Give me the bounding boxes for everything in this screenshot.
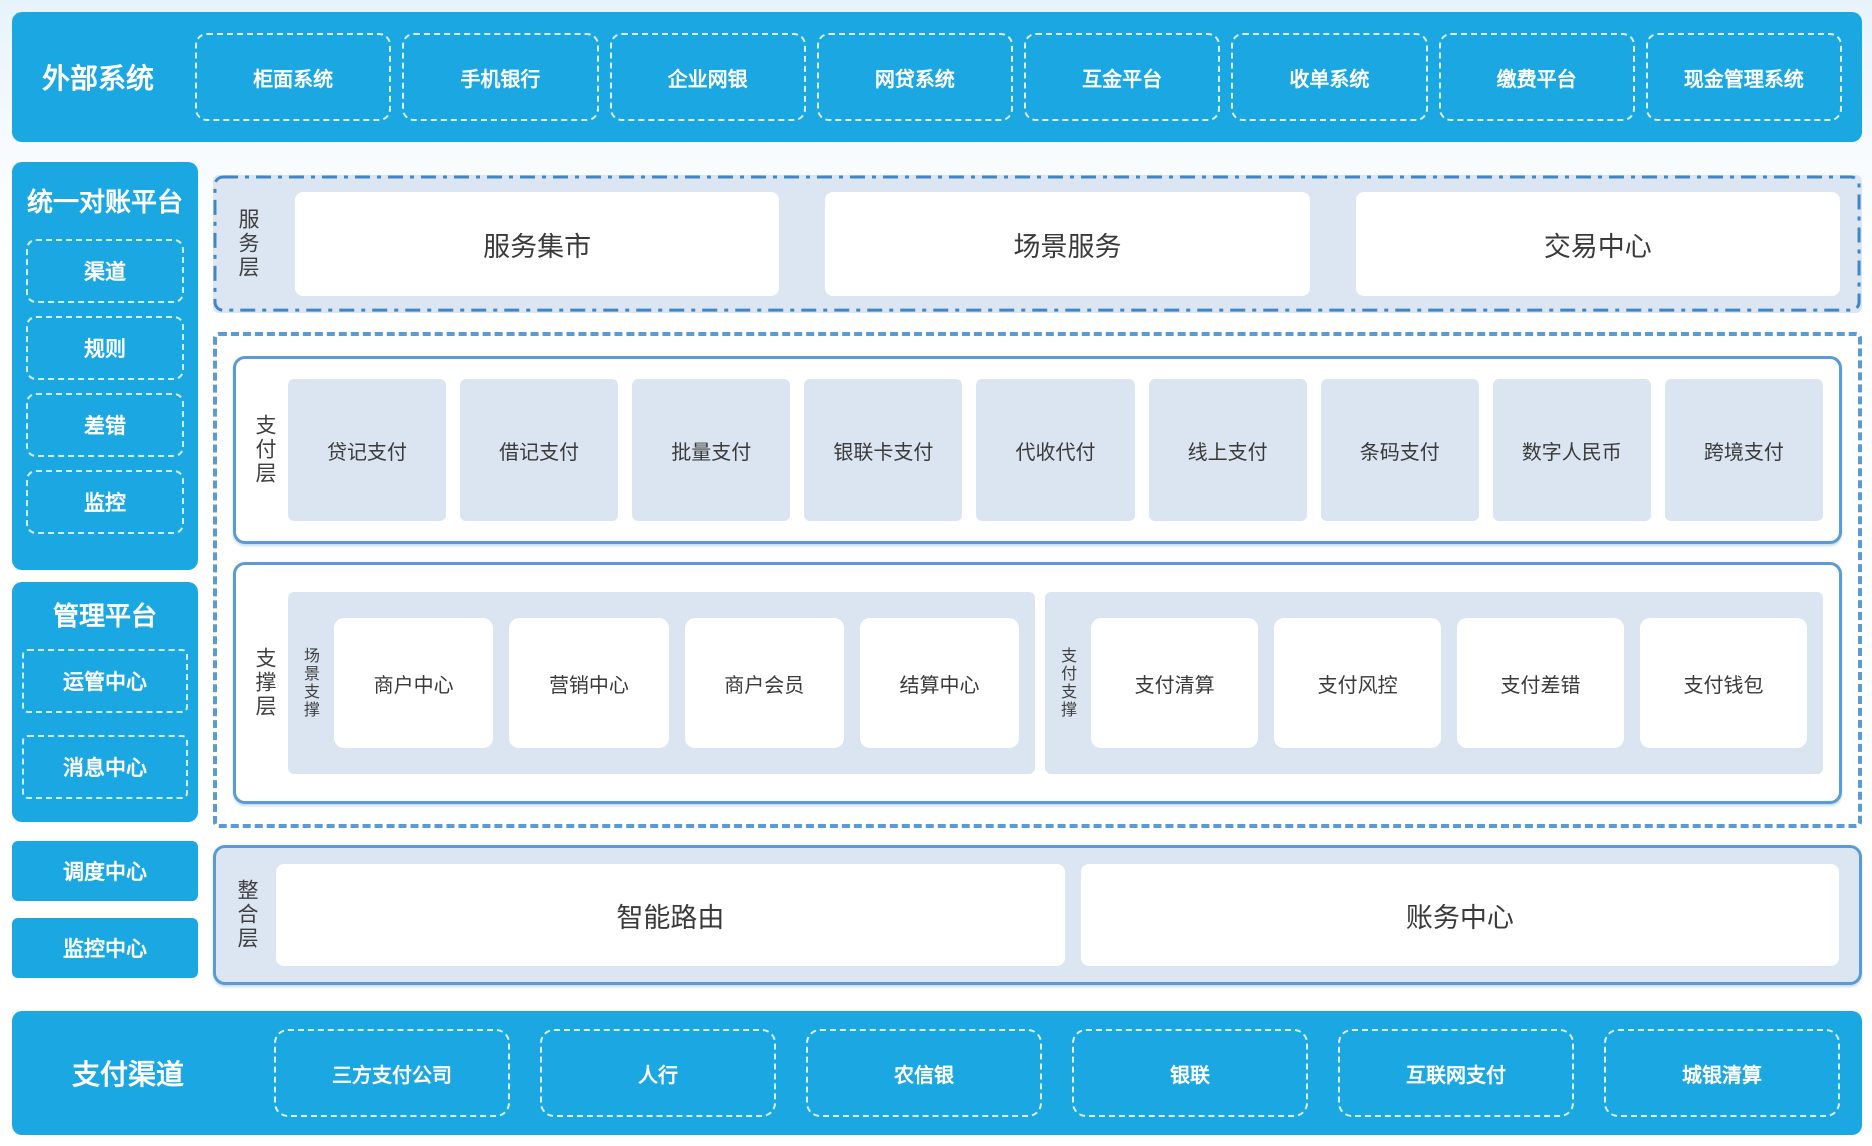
payment-channel-box: 人行 xyxy=(540,1029,776,1117)
external-system-box: 收单系统 xyxy=(1231,33,1428,121)
external-systems-bar: 外部系统 柜面系统 手机银行 企业网银 网贷系统 互金平台 收单系统 缴费平台 … xyxy=(12,12,1862,142)
external-systems-title: 外部系统 xyxy=(42,63,155,94)
external-system-box: 互金平台 xyxy=(1024,33,1221,121)
payment-layer-label: 支付层 xyxy=(253,414,276,486)
scene-support-label: 场景支撑 xyxy=(301,647,318,719)
architecture-content: 服务层 服务集市 场景服务 交易中心 支付层 贷记支付 xyxy=(213,162,1862,985)
payment-support-item-box: 支付清算 xyxy=(1091,618,1259,748)
core-layers-panel: 支付层 贷记支付 借记支付 批量支付 银联卡支付 代收代付 线上支付 xyxy=(213,332,1862,828)
scene-support-group: 场景支撑 商户中心 营销中心 商户会员 结算中心 xyxy=(288,592,1036,774)
payment-channel-box: 三方支付公司 xyxy=(274,1029,510,1117)
reconciliation-item-box: 监控 xyxy=(26,469,184,534)
middle-region: 统一对账平台 渠道 规则 差错 监控 管理平台 运管中心 消息中 xyxy=(12,162,1862,985)
service-box: 场景服务 xyxy=(825,192,1310,296)
payment-channel-box: 互联网支付 xyxy=(1338,1029,1574,1117)
payment-support-item-box: 支付差错 xyxy=(1457,618,1625,748)
reconciliation-platform-title: 统一对账平台 xyxy=(26,187,183,217)
scene-support-item-box: 商户会员 xyxy=(684,618,844,748)
payment-item-box: 数字人民币 xyxy=(1492,379,1651,521)
service-layer-panel: 服务层 服务集市 场景服务 交易中心 xyxy=(213,175,1862,313)
scene-support-item-box: 结算中心 xyxy=(859,618,1020,748)
payment-channels-items: 三方支付公司 人行 农信银 银联 互联网支付 城银清算 xyxy=(274,1029,1840,1117)
payment-item-box: 跨境支付 xyxy=(1664,379,1823,521)
payment-layer-items: 贷记支付 借记支付 批量支付 银联卡支付 代收代付 线上支付 条码支付 数字人 xyxy=(288,379,1823,521)
external-system-box: 企业网银 xyxy=(609,33,806,121)
external-system-box: 柜面系统 xyxy=(195,33,392,121)
payment-support-item-box: 支付风控 xyxy=(1274,618,1442,748)
monitoring-center-box: 监控中心 xyxy=(12,918,198,978)
integration-layer-label: 整合层 xyxy=(235,879,258,951)
payment-item-box: 借记支付 xyxy=(460,379,619,521)
support-layer-label: 支撑层 xyxy=(253,647,276,719)
service-layer-items: 服务集市 场景服务 交易中心 xyxy=(295,192,1840,296)
support-layer-box: 支撑层 场景支撑 商户中心 营销中心 商户会员 结算中心 xyxy=(233,562,1842,804)
payment-support-label: 支付支撑 xyxy=(1058,647,1076,719)
service-box: 服务集市 xyxy=(295,192,780,296)
service-box: 交易中心 xyxy=(1355,192,1840,296)
reconciliation-items: 渠道 规则 差错 监控 xyxy=(12,238,198,534)
payment-item-box: 代收代付 xyxy=(976,379,1135,521)
payment-item-box: 批量支付 xyxy=(632,379,791,521)
payment-channels-bar: 支付渠道 三方支付公司 人行 农信银 银联 互联网支付 城银清算 xyxy=(12,1011,1862,1135)
external-systems-items: 柜面系统 手机银行 企业网银 网贷系统 互金平台 收单系统 缴费平台 现金管理系… xyxy=(195,33,1842,121)
payment-item-box: 线上支付 xyxy=(1148,379,1307,521)
smart-routing-box: 智能路由 xyxy=(276,864,1065,966)
payment-channels-title: 支付渠道 xyxy=(72,1059,185,1090)
payment-channel-box: 农信银 xyxy=(806,1029,1042,1117)
reconciliation-item-box: 差错 xyxy=(26,392,184,457)
payment-channel-box: 银联 xyxy=(1072,1029,1308,1117)
payment-support-item-box: 支付钱包 xyxy=(1640,618,1807,748)
management-item-box: 消息中心 xyxy=(22,734,188,799)
left-sidebar: 统一对账平台 渠道 规则 差错 监控 管理平台 运管中心 消息中 xyxy=(12,162,198,985)
management-item-box: 运管中心 xyxy=(22,648,188,713)
integration-layer-box: 整合层 智能路由 账务中心 xyxy=(213,845,1862,985)
payment-support-items: 支付清算 支付风控 支付差错 支付钱包 xyxy=(1091,618,1807,748)
payment-item-box: 条码支付 xyxy=(1320,379,1479,521)
external-system-box: 现金管理系统 xyxy=(1645,33,1842,121)
reconciliation-item-box: 渠道 xyxy=(26,238,184,303)
accounting-center-box: 账务中心 xyxy=(1080,864,1839,966)
management-platform-title: 管理平台 xyxy=(52,601,157,631)
reconciliation-platform-block: 统一对账平台 渠道 规则 差错 监控 xyxy=(12,162,198,570)
reconciliation-item-box: 规则 xyxy=(26,315,184,380)
dispatch-center-box: 调度中心 xyxy=(12,841,198,901)
payment-layer-box: 支付层 贷记支付 借记支付 批量支付 银联卡支付 代收代付 线上支付 xyxy=(233,356,1842,544)
payment-item-box: 银联卡支付 xyxy=(804,379,963,521)
scene-support-item-box: 商户中心 xyxy=(334,618,494,748)
scene-support-item-box: 营销中心 xyxy=(509,618,669,748)
management-platform-block: 管理平台 运管中心 消息中心 xyxy=(12,582,198,822)
payment-item-box: 贷记支付 xyxy=(288,379,447,521)
payment-support-group: 支付支撑 支付清算 支付风控 支付差错 支付钱包 xyxy=(1045,592,1823,774)
external-system-box: 手机银行 xyxy=(402,33,599,121)
scene-support-items: 商户中心 营销中心 商户会员 结算中心 xyxy=(334,618,1020,748)
external-system-box: 网贷系统 xyxy=(816,33,1013,121)
external-system-box: 缴费平台 xyxy=(1438,33,1635,121)
payment-channel-box: 城银清算 xyxy=(1604,1029,1840,1117)
service-layer-label: 服务层 xyxy=(236,208,259,280)
management-items: 运管中心 消息中心 xyxy=(12,648,198,799)
